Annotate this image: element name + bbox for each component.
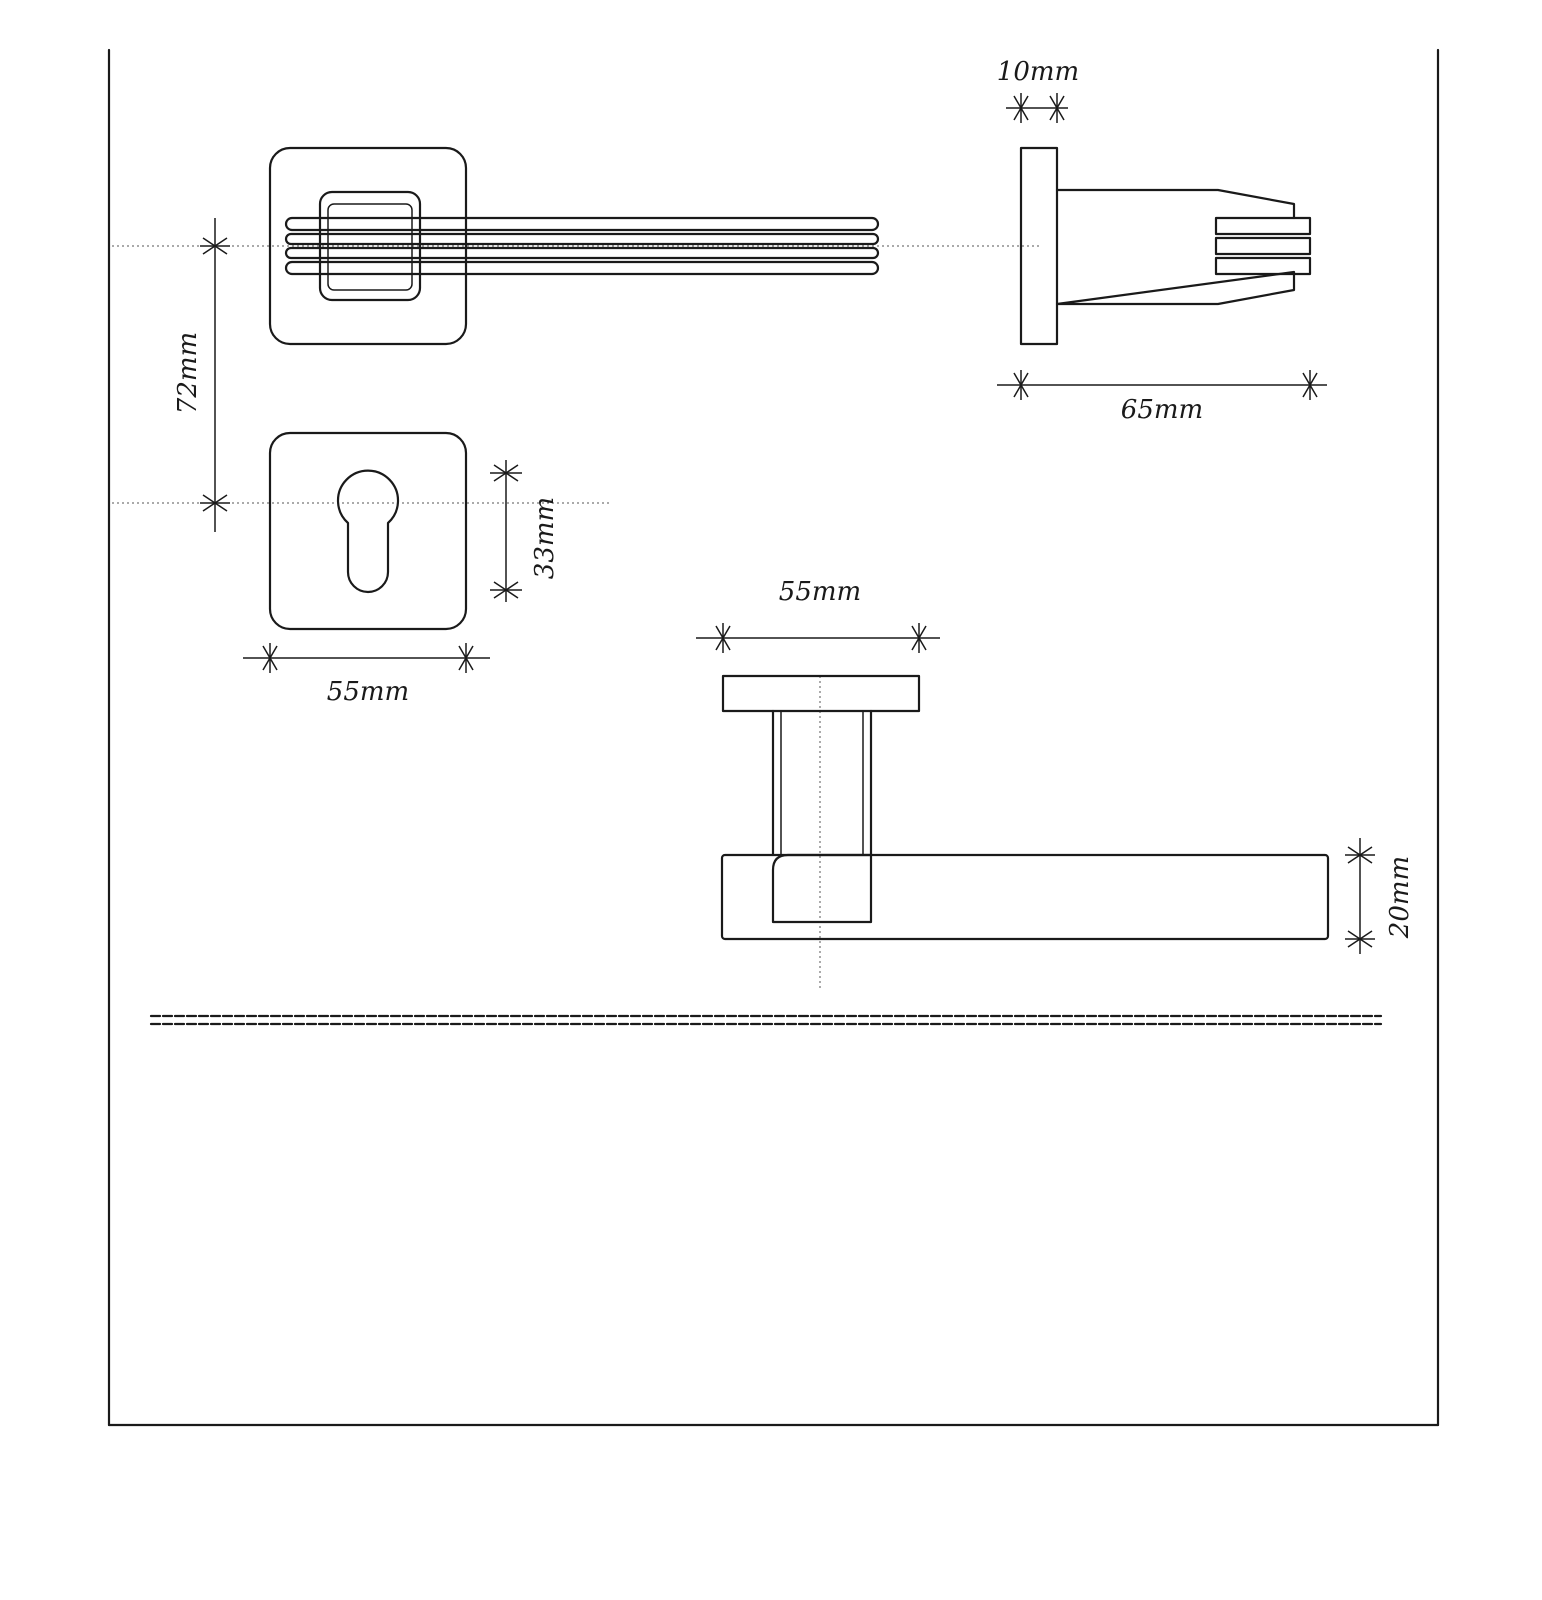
front-view-lever (268, 146, 880, 346)
dim-55mm-escutcheon-label: 55mm (327, 677, 409, 707)
dim-10mm: 10mm (997, 57, 1079, 123)
dim-55mm-top-label: 55mm (779, 577, 861, 607)
dim-65mm: 65mm (997, 370, 1327, 425)
top-view-lever (720, 674, 1330, 941)
dim-33mm-label: 33mm (530, 497, 560, 579)
dim-33mm: 33mm (490, 460, 560, 602)
section-separator (149, 1014, 1383, 1026)
dim-72mm: 72mm (173, 218, 230, 532)
dim-55mm-escutcheon: 55mm (243, 643, 490, 707)
dim-20mm: 20mm (1345, 838, 1415, 954)
side-view-lever (1019, 146, 1312, 346)
dim-55mm-top: 55mm (696, 577, 940, 653)
dim-72mm-label: 72mm (173, 332, 203, 414)
alignment-lines (112, 245, 1040, 990)
dim-65mm-label: 65mm (1121, 395, 1203, 425)
drawing-frame (107, 48, 1440, 1427)
dim-10mm-label: 10mm (997, 57, 1079, 87)
dim-20mm-label: 20mm (1385, 856, 1415, 939)
escutcheon-keyhole (268, 431, 468, 631)
